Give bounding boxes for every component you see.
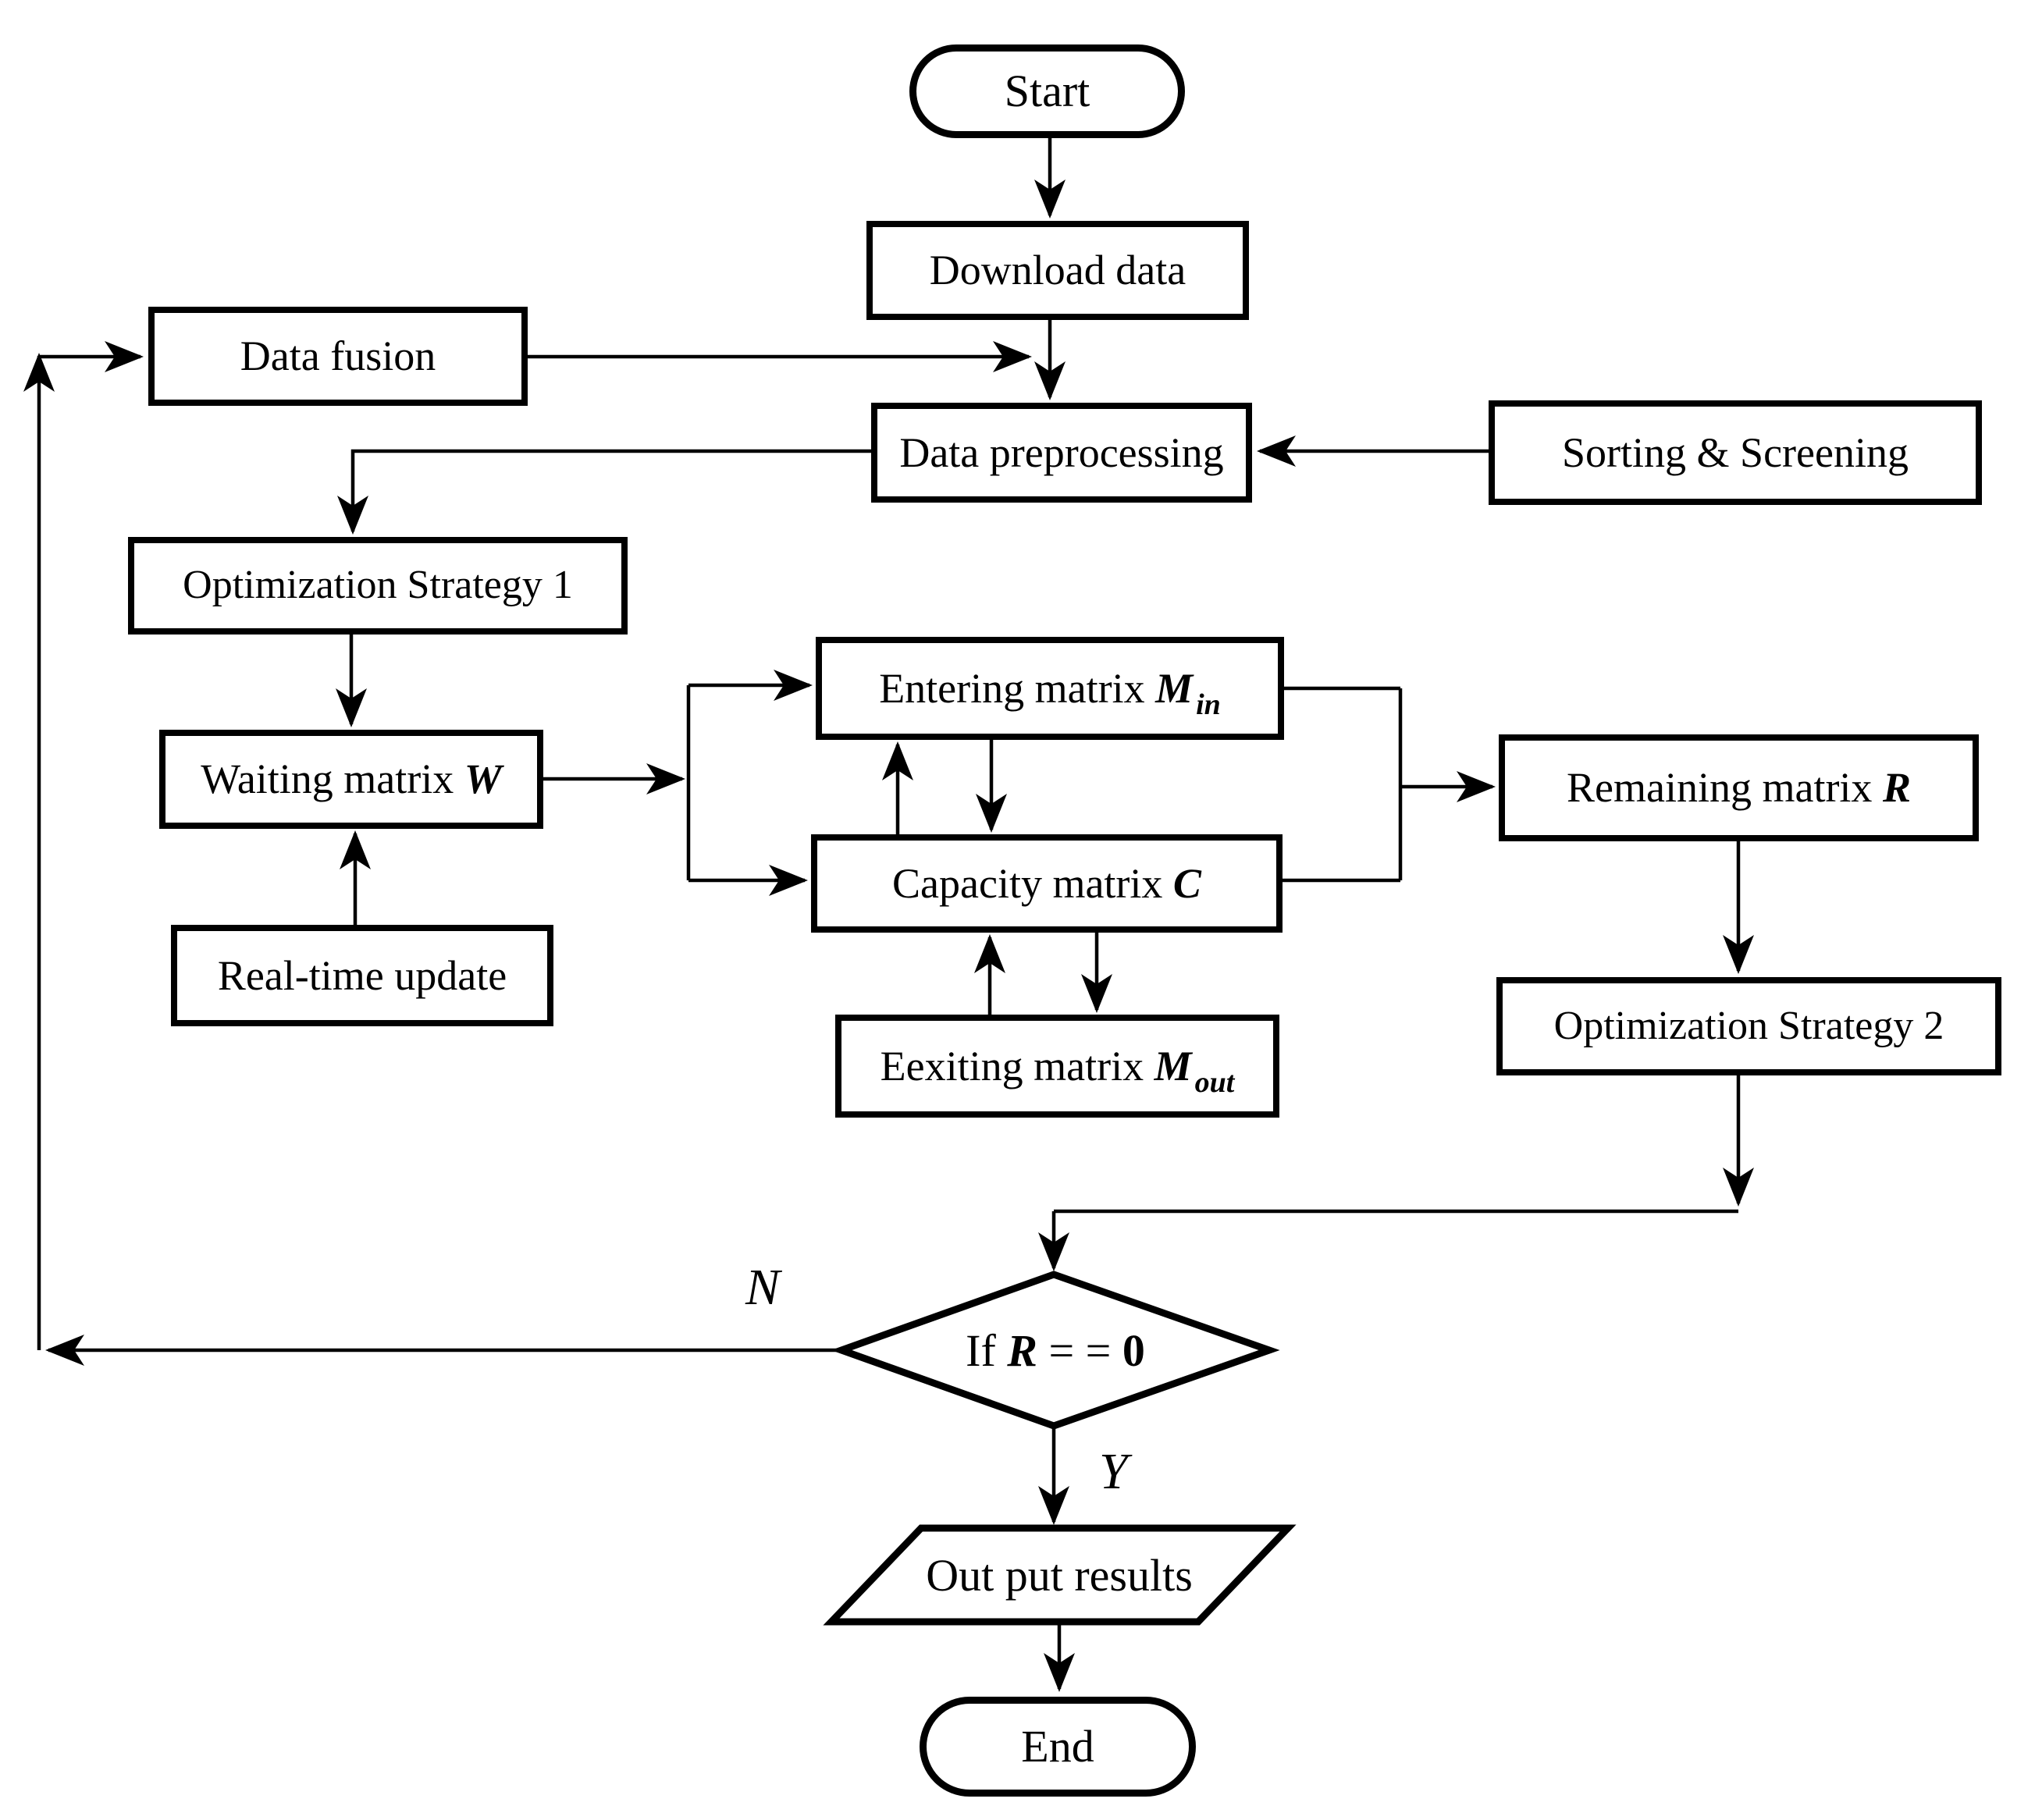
edge-preprocessing-opt1 [337, 449, 871, 535]
node-realtime-label: Real-time update [217, 951, 507, 999]
node-end: End [920, 1697, 1196, 1797]
node-exiting-label: Eexiting matrix [880, 1042, 1154, 1090]
node-opt1-label: Optimization Strategy 1 [183, 563, 573, 608]
node-realtime-update: Real-time update [171, 925, 553, 1026]
node-entering-label: Entering matrix [879, 664, 1156, 712]
node-sorting-label: Sorting & Screening [1562, 428, 1909, 476]
node-output-results: Out put results [859, 1536, 1260, 1614]
node-preprocessing-label: Data preprocessing [899, 428, 1224, 476]
node-waiting-matrix: Waiting matrix W [159, 730, 543, 829]
node-optimization-strategy-1: Optimization Strategy 1 [128, 537, 628, 635]
exiting-matrix-symbol: M [1154, 1042, 1192, 1090]
node-data-preprocessing: Data preprocessing [871, 403, 1252, 503]
decision-prefix: If [966, 1324, 1008, 1376]
entering-matrix-subscript: in [1196, 688, 1221, 722]
node-end-label: End [1021, 1720, 1094, 1772]
node-sorting-screening: Sorting & Screening [1489, 400, 1982, 505]
capacity-matrix-symbol: C [1172, 859, 1201, 907]
label-yes-branch: Y [1099, 1443, 1128, 1500]
node-start-label: Start [1004, 65, 1090, 116]
decision-operator: = = [1037, 1324, 1122, 1376]
output-label: Out put results [926, 1549, 1193, 1601]
exiting-matrix-subscript: out [1194, 1066, 1235, 1100]
node-download-data: Download data [866, 221, 1249, 320]
node-remaining-matrix: Remaining matrix R [1499, 734, 1979, 841]
node-capacity-matrix: Capacity matrix C [811, 834, 1283, 933]
node-start: Start [909, 44, 1185, 138]
node-fusion-label: Data fusion [240, 332, 436, 380]
waiting-matrix-symbol: W [464, 755, 502, 803]
entering-matrix-symbol: M [1155, 664, 1194, 712]
node-waiting-label: Waiting matrix [201, 755, 464, 803]
node-data-fusion: Data fusion [148, 307, 528, 406]
label-no-branch: N [745, 1259, 781, 1316]
node-decision: If R = = 0 [851, 1311, 1260, 1389]
node-download-label: Download data [929, 247, 1186, 294]
node-opt2-label: Optimization Strategy 2 [1553, 1003, 1944, 1048]
remaining-matrix-symbol: R [1882, 764, 1911, 812]
node-remaining-label: Remaining matrix [1567, 764, 1883, 812]
node-capacity-label: Capacity matrix [892, 859, 1173, 907]
node-optimization-strategy-2: Optimization Strategy 2 [1496, 977, 2001, 1075]
decision-symbol: R [1007, 1324, 1037, 1376]
output-parallelogram-shape [823, 1524, 1297, 1626]
decision-value: 0 [1122, 1324, 1145, 1376]
decision-diamond-shape [831, 1271, 1280, 1430]
